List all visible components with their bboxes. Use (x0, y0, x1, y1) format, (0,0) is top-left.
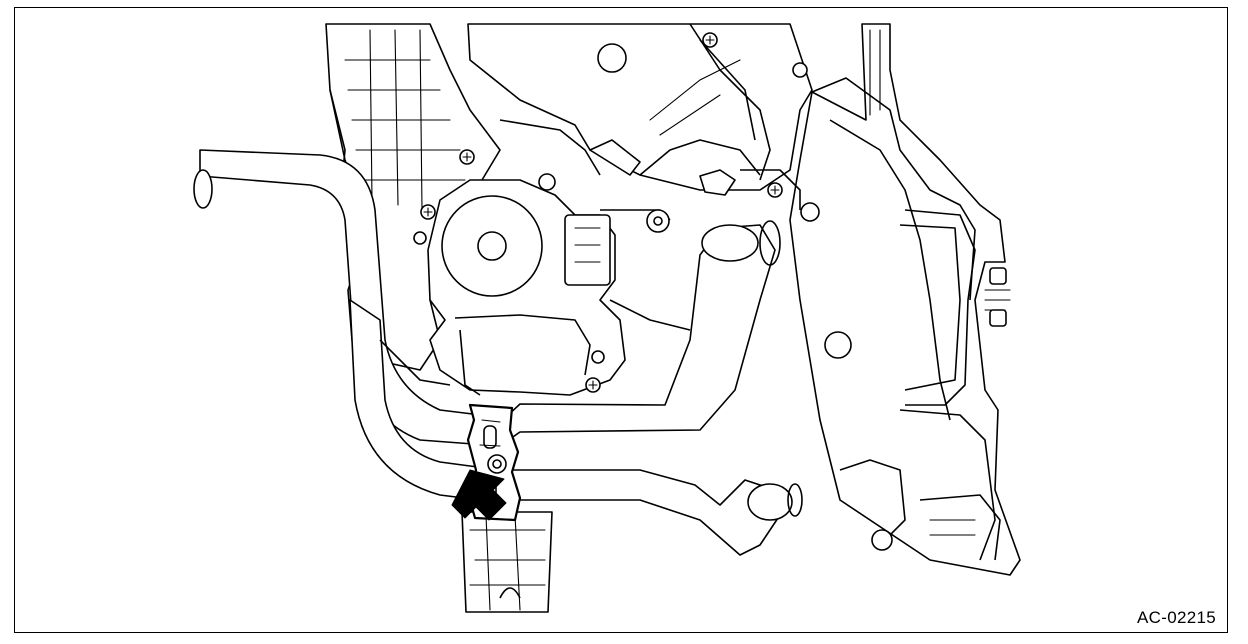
heater-hose-upper (193, 149, 781, 447)
figure-code-label: AC-02215 (1137, 608, 1216, 627)
support-bracket (461, 511, 553, 613)
link-arm (589, 139, 820, 222)
mode-actuator (379, 179, 691, 396)
heater-case (789, 23, 1021, 576)
upper-plate (467, 23, 813, 191)
pointer-arrow-icon (451, 469, 507, 521)
